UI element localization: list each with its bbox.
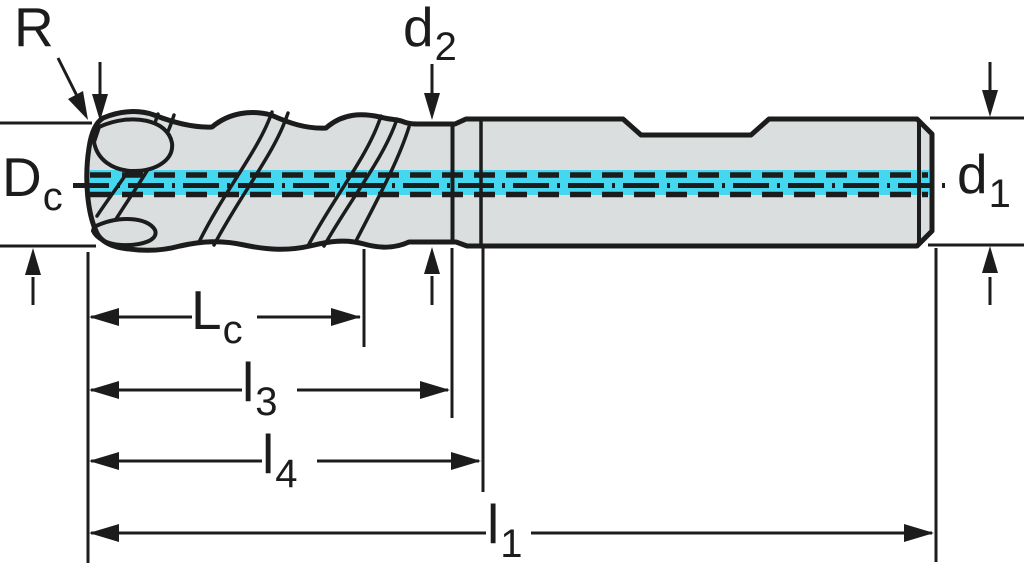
radius-leader-line (56, 57, 79, 97)
arrowhead-l3-right (420, 381, 450, 399)
dimension-arrowheads (89, 308, 934, 542)
flute-edge-line (354, 125, 411, 243)
end-tooth-face-upper (91, 117, 175, 174)
extension-lines (0, 116, 1024, 563)
radius-arrowhead-corner (68, 91, 88, 120)
flute-edge-line (307, 114, 383, 246)
label-corner-radius: R (14, 0, 55, 55)
label-overall-length: l1 (487, 493, 523, 566)
arrowhead-l1-right (904, 524, 934, 542)
arrowhead-l3-left (89, 381, 119, 399)
arrowhead-l4-left (89, 452, 119, 470)
label-corner-radius-text: R (14, 0, 54, 58)
d2-arrowhead-up (424, 247, 440, 274)
arrowhead-l4-right (451, 452, 481, 470)
flute-edge-line (322, 117, 399, 248)
dc-arrowhead-up (25, 248, 41, 275)
d2-arrowhead-down (424, 93, 440, 120)
d1-arrowhead-up (982, 246, 998, 273)
label-cutting-edge-length: Lc (191, 279, 243, 352)
label-shank-diameter: d1 (957, 143, 1011, 216)
arrowhead-l1-left (89, 524, 119, 542)
tool-outline (84, 109, 935, 253)
label-neck-diameter: d2 (403, 0, 457, 69)
arrowhead-lc-left (89, 308, 119, 326)
label-length-l4: l4 (262, 423, 298, 496)
label-cutting-diameter: Dc (2, 146, 63, 219)
joint-lines (450, 119, 921, 246)
flute-edge-line (212, 111, 290, 247)
label-length-l3: l3 (242, 351, 278, 424)
diameter-arrows (25, 57, 998, 305)
arrowhead-lc-right (331, 308, 361, 326)
radius-arrowhead-down (92, 94, 108, 121)
flute-edge-line (197, 110, 274, 244)
d1-arrowhead-down (982, 90, 998, 117)
coolant-channel-band (88, 170, 929, 198)
